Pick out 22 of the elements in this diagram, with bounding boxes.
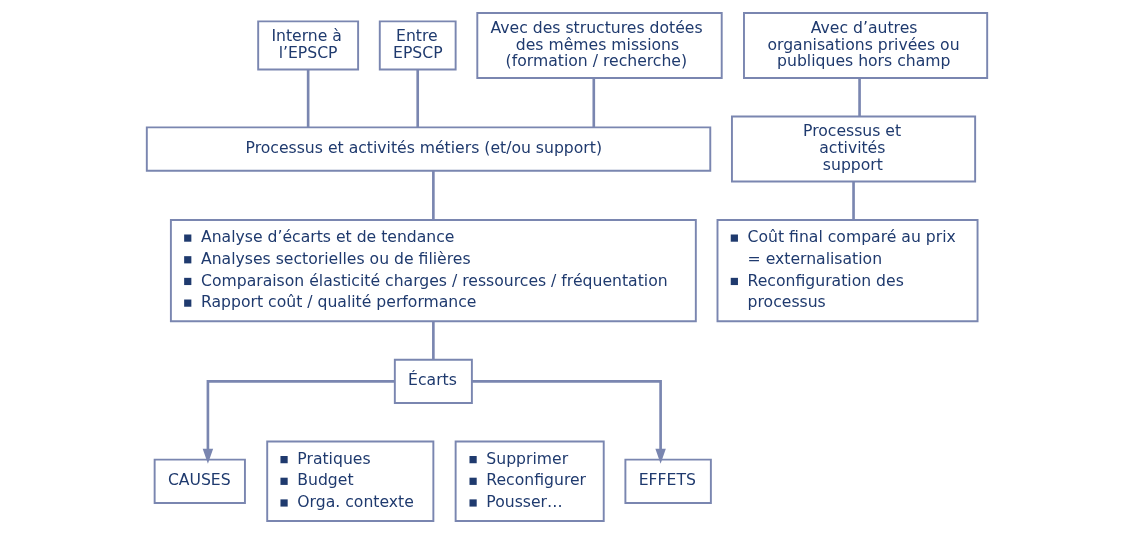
node-box: Pratiques Budget Orga. contexte — [266, 440, 435, 522]
connector — [592, 78, 596, 128]
connector — [306, 70, 310, 128]
node-box: EFFETS — [624, 458, 712, 504]
arrow — [471, 380, 666, 464]
connector — [432, 321, 435, 360]
node-box: Entre EPSCP — [378, 20, 457, 71]
node-box: Processus et activités support — [730, 115, 977, 183]
node-box: Analyse d’écarts et de tendance Analyses sectorielles ou de filières Comparaison élasticité charges / ressources / fréquentation Rapport coût / qualité performance — [169, 219, 697, 323]
connector — [432, 170, 435, 220]
node-box: Écarts — [393, 358, 473, 404]
arrow — [202, 380, 395, 464]
node-box: Supprimer Reconfigurer Pousser… — [454, 440, 605, 522]
node-box: Coût final comparé au prix = externalisation Reconfiguration des processus — [716, 219, 979, 323]
node-box: CAUSES — [153, 458, 246, 504]
node-box: Avec des structures dotées des mêmes missions (formation / recherche) — [476, 12, 723, 79]
connector — [416, 70, 420, 128]
connector — [852, 181, 855, 220]
node-box: Processus et activités métiers (et/ou support) — [145, 126, 712, 172]
connector — [858, 78, 861, 117]
node-box: Interne à l’EPSCP — [257, 20, 360, 71]
node-box: Avec d’autres organisations privées ou publiques hors champ — [743, 12, 989, 79]
